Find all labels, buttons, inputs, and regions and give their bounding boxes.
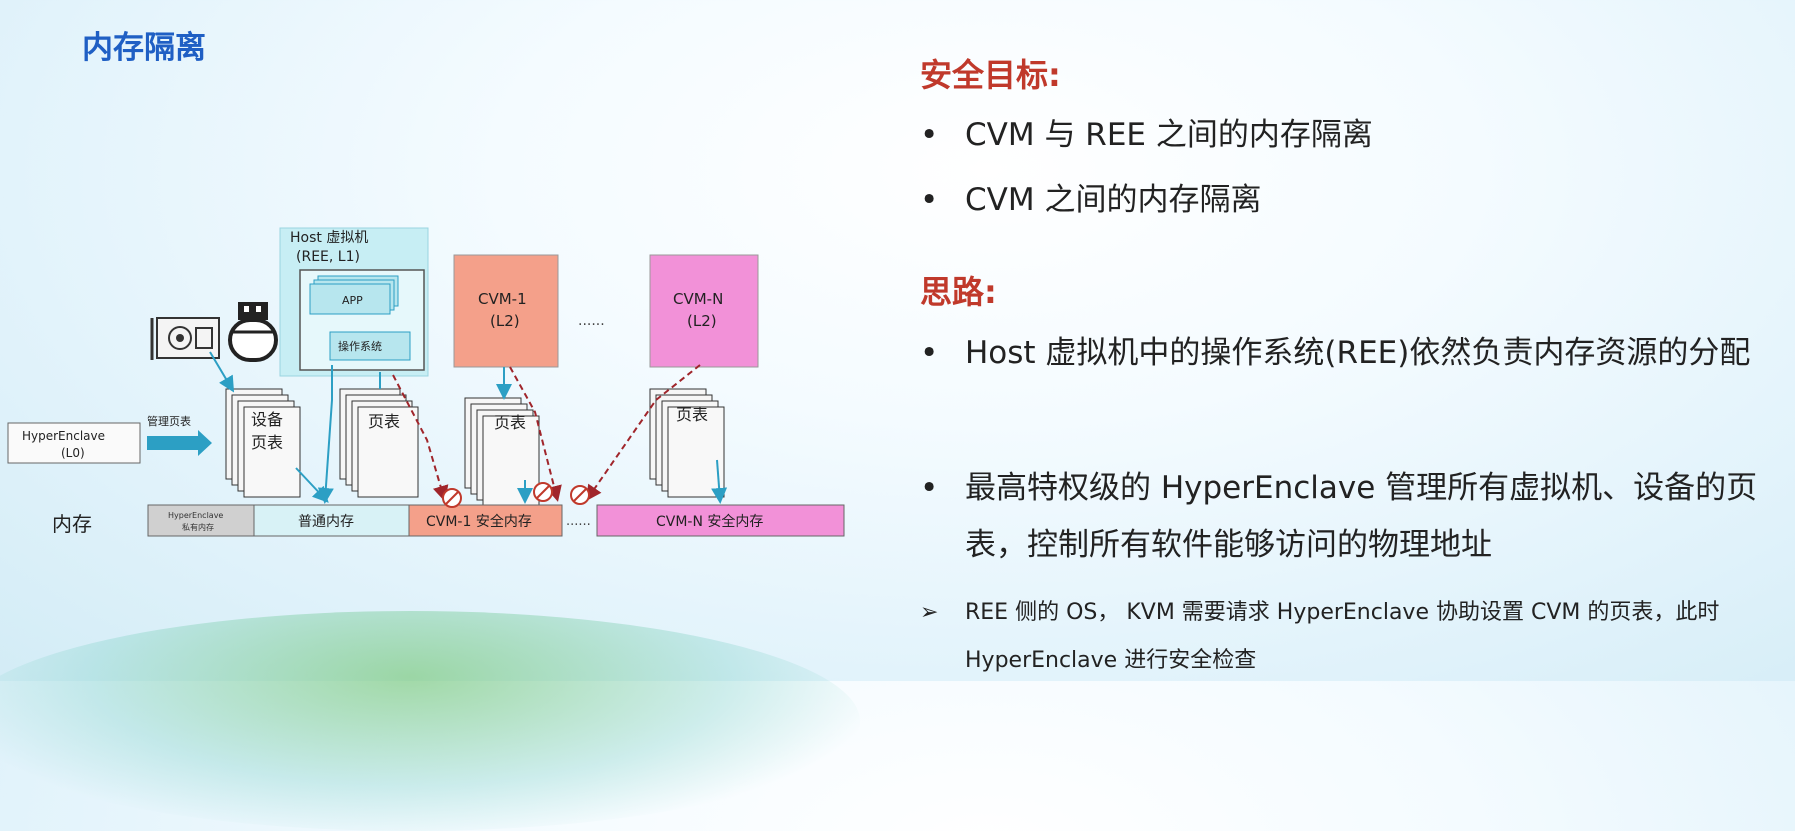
- cvm1-page-table-stack: [464, 397, 540, 507]
- arrow-bullet-icon: ➢: [920, 600, 939, 625]
- host-page-table-label: 页表: [368, 412, 400, 431]
- cvmn-box: [649, 254, 759, 368]
- cvm1-box: [453, 254, 559, 368]
- cvmn-sublabel: (L2): [687, 312, 717, 330]
- hyperenclave-sublabel: (L0): [61, 446, 85, 460]
- manage-arrow: [147, 430, 212, 456]
- idea-heading: 思路:: [920, 273, 997, 311]
- device-page-table-label-2: 页表: [251, 433, 283, 452]
- mem-hyperenclave-private: [147, 504, 255, 537]
- deny-icon: [442, 488, 462, 508]
- mem-normal-label: 普通内存: [298, 514, 354, 530]
- mem-hyperenclave-label: HyperEnclave: [168, 511, 223, 520]
- hyperenclave-label: HyperEnclave: [22, 429, 105, 443]
- cvm1-sublabel: (L2): [490, 312, 520, 330]
- idea-item-text: 最高特权级的 HyperEnclave 管理所有虚拟机、设备的页表，控制所有软件…: [965, 470, 1758, 563]
- usb-drive-icon: [228, 302, 278, 362]
- host-vm-sublabel: (REE, L1): [296, 249, 360, 265]
- manage-page-table-label: 管理页表: [147, 414, 191, 428]
- device-page-table-stack: [225, 388, 301, 498]
- goal-heading: 安全目标:: [920, 56, 1061, 94]
- mem-cvm1-label: CVM-1 安全内存: [426, 513, 532, 530]
- vm-ellipsis: ......: [578, 313, 605, 329]
- mem-normal: [253, 504, 410, 537]
- access-arrows-allowed: [209, 351, 728, 504]
- memory-isolation-diagram: Host 虚拟机 (REE, L1) APP 操作系统 CVM-1 (L2) .…: [7, 227, 845, 537]
- app-box: [309, 283, 391, 315]
- gpu-card-icon: [150, 317, 220, 360]
- os-box: [329, 331, 411, 361]
- bullet-dot: •: [920, 470, 939, 506]
- cvm1-label: CVM-1: [478, 290, 527, 308]
- cvm1-page-table-label: 页表: [494, 413, 526, 432]
- bullet-dot: •: [920, 182, 939, 218]
- sub-note-text: REE 侧的 OS， KVM 需要请求 HyperEnclave 协助设置 CV…: [965, 600, 1720, 673]
- deny-icon: [533, 482, 553, 502]
- mem-cvmn: [596, 504, 845, 537]
- mem-cvm1: [408, 504, 563, 537]
- app-label: APP: [342, 294, 363, 307]
- memory-label: 内存: [52, 512, 92, 536]
- device-page-table-label: 设备: [251, 410, 283, 429]
- mem-hyperenclave-sublabel: 私有内存: [182, 522, 214, 532]
- mem-cvmn-label: CVM-N 安全内存: [656, 513, 763, 530]
- bullet-dot: •: [920, 117, 939, 153]
- access-arrows-denied: [392, 364, 701, 502]
- host-vm-label: Host 虚拟机: [290, 230, 368, 246]
- host-page-table-stack: [339, 388, 419, 498]
- deny-icon: [570, 485, 590, 505]
- page-title: 内存隔离: [82, 30, 206, 66]
- os-label: 操作系统: [338, 339, 382, 353]
- goal-item-text: CVM 与 REE 之间的内存隔离: [965, 117, 1373, 153]
- hyperenclave-box: [7, 422, 141, 464]
- bullet-dot: •: [920, 335, 939, 371]
- mem-ellipsis: ......: [566, 514, 591, 529]
- cvmn-label: CVM-N: [673, 290, 723, 308]
- idea-item-text: Host 虚拟机中的操作系统(REE)依然负责内存资源的分配: [965, 335, 1751, 371]
- cvmn-page-table-label: 页表: [676, 405, 708, 424]
- cvmn-page-table-stack: [649, 388, 725, 498]
- goal-item-text: CVM 之间的内存隔离: [965, 182, 1262, 218]
